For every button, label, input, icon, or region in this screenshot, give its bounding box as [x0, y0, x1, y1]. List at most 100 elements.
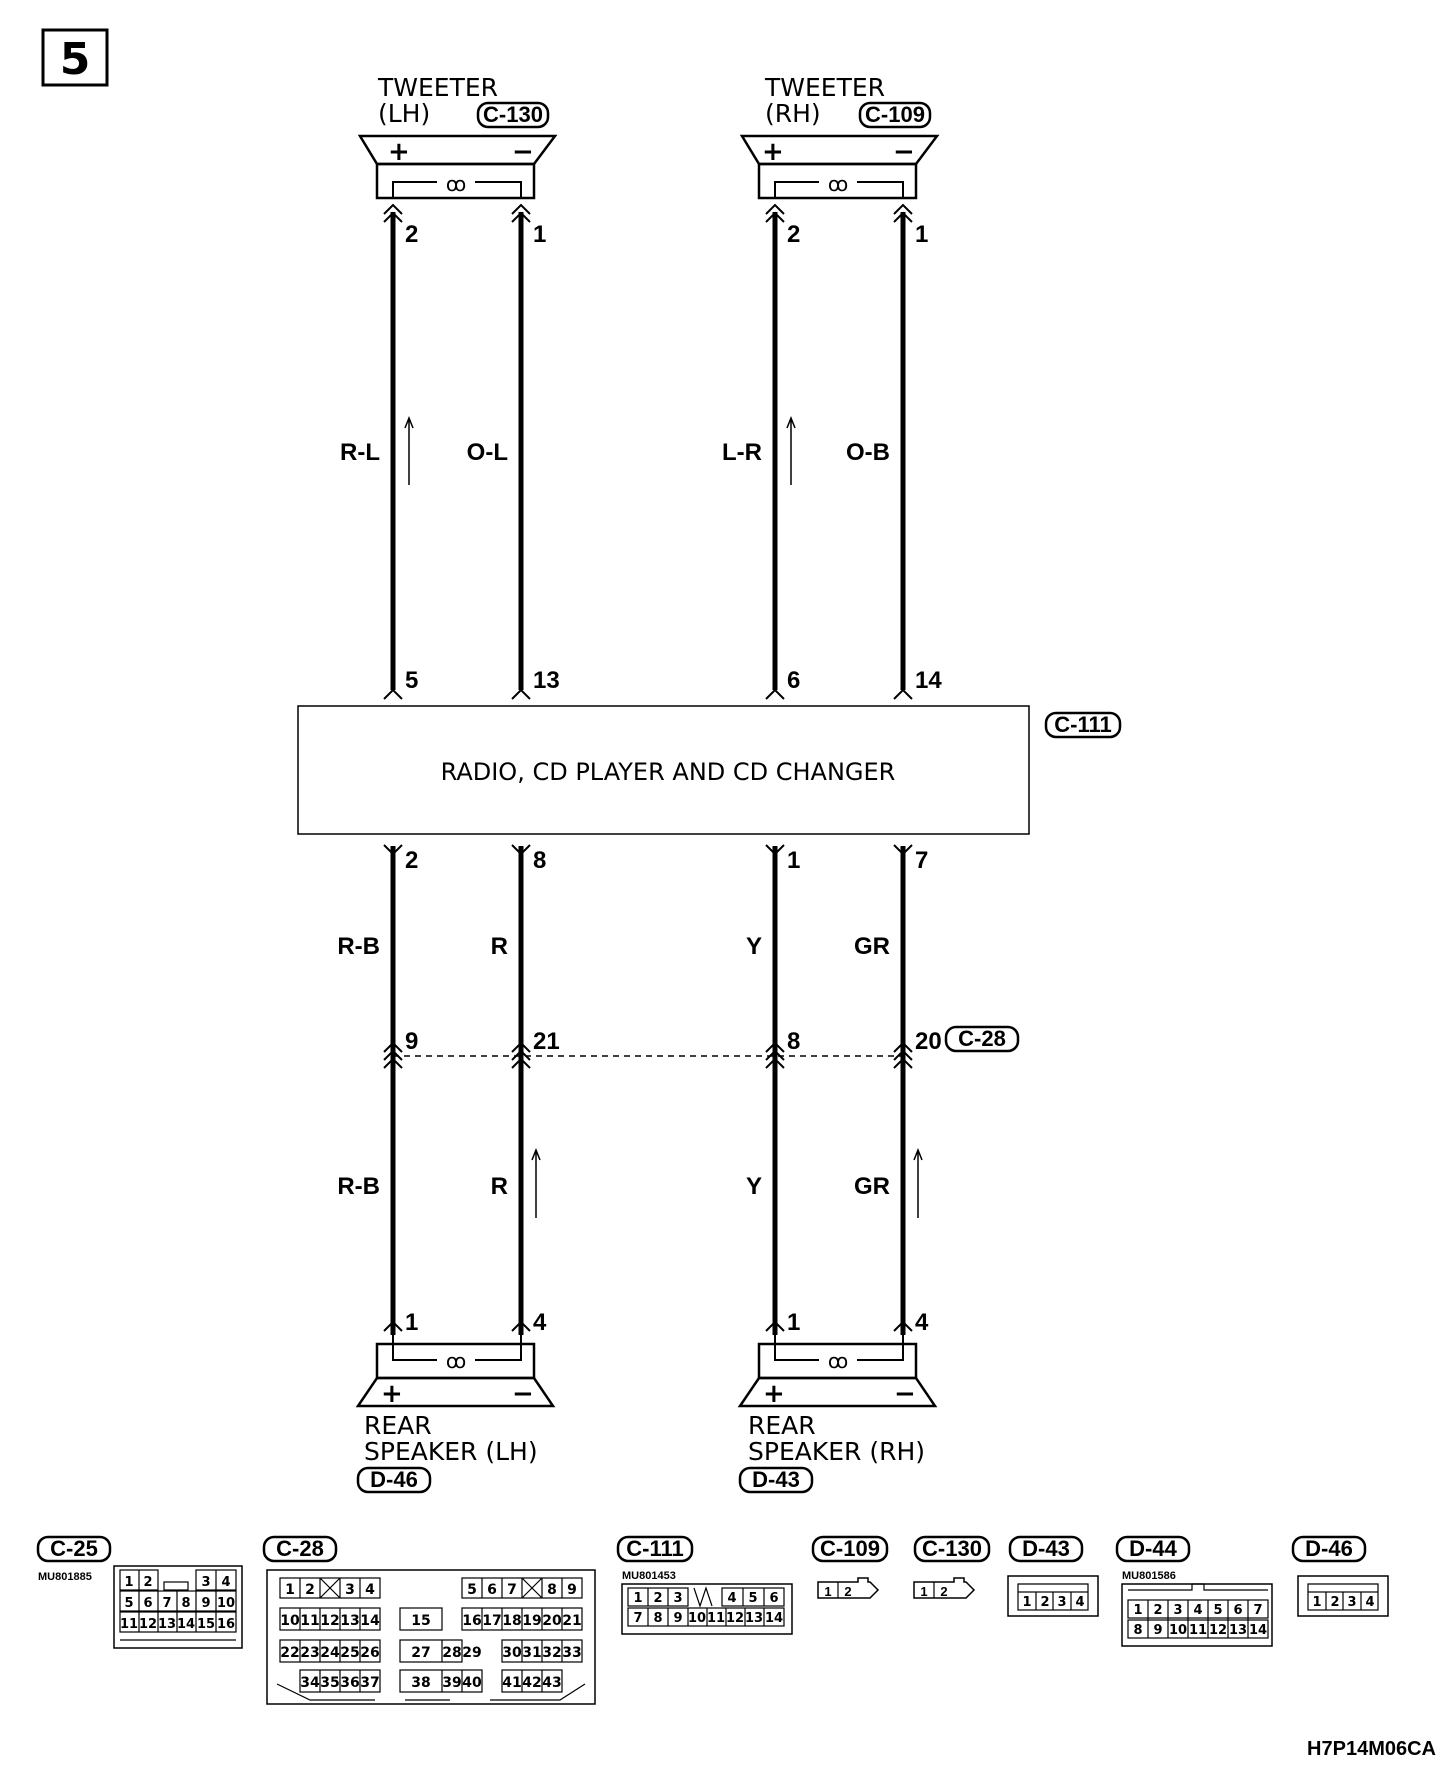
- svg-text:13: 13: [340, 1613, 359, 1629]
- svg-text:1: 1: [920, 1584, 927, 1599]
- junction-terminals: [383, 1041, 913, 1069]
- connector-view-c-25: C-25 MU801885 1 2 3 4 5 6 7 8: [36, 1535, 243, 1649]
- rear-rh-plus: +: [763, 1379, 785, 1409]
- pin-label: 1: [405, 1309, 418, 1336]
- connector-view-d-46: D-46 1 2 3 4: [1291, 1535, 1389, 1617]
- rear-lh-coil-icon: ꝏ: [446, 1349, 466, 1373]
- wire-color-label: Y: [746, 933, 762, 960]
- rear-lh-plus: +: [381, 1379, 403, 1409]
- svg-text:8: 8: [1133, 1623, 1142, 1638]
- rear-rh-coil: [774, 1335, 904, 1361]
- svg-text:3: 3: [345, 1582, 355, 1598]
- wire-color-label: R: [491, 933, 508, 960]
- svg-text:12: 12: [726, 1611, 744, 1626]
- svg-text:14: 14: [1249, 1623, 1267, 1638]
- svg-text:28: 28: [442, 1645, 461, 1661]
- upper-wires: [383, 203, 913, 700]
- pin-label: 14: [915, 667, 942, 694]
- svg-text:29: 29: [462, 1645, 481, 1661]
- diagram-code: H7P14M06CA: [1307, 1738, 1436, 1760]
- tweeter-lh-title: TWEETER: [377, 73, 498, 102]
- arrow-up-icon: [404, 415, 414, 485]
- rear-speaker-lh: ꝏ + − REAR SPEAKER (LH) D-46: [355, 1335, 556, 1494]
- tweeter-lh-connector-badge: [476, 101, 550, 129]
- svg-text:13: 13: [1229, 1623, 1247, 1638]
- svg-text:8: 8: [181, 1596, 190, 1611]
- svg-text:4: 4: [727, 1591, 736, 1606]
- tweeter-rh-title: TWEETER: [764, 73, 885, 102]
- svg-text:21: 21: [562, 1613, 581, 1629]
- arrow-up-icon: [913, 1147, 923, 1218]
- tweeter-lh-connector: C-130: [483, 102, 543, 127]
- svg-text:2: 2: [1153, 1603, 1162, 1618]
- wire-color-label: R-B: [337, 933, 380, 960]
- svg-text:4: 4: [1075, 1595, 1084, 1610]
- svg-text:1: 1: [124, 1575, 133, 1590]
- connector-view-d-43: D-43 1 2 3 4: [1007, 1535, 1099, 1617]
- rear-rh-line2: SPEAKER (RH): [748, 1437, 925, 1466]
- wire-color-label: O-B: [846, 439, 890, 466]
- radio-connector: C-111: [1054, 712, 1112, 737]
- pin-label: 1: [533, 221, 546, 248]
- svg-text:9: 9: [201, 1596, 210, 1611]
- arrow-up-icon: [786, 415, 796, 485]
- svg-text:1: 1: [1022, 1595, 1031, 1610]
- svg-text:9: 9: [567, 1582, 577, 1598]
- tweeter-rh-coil-icon: ꝏ: [828, 172, 848, 196]
- connector-view-id: C-25: [50, 1536, 98, 1561]
- connector-view-c-109: C-109 1 2: [811, 1535, 889, 1599]
- svg-text:7: 7: [507, 1582, 517, 1598]
- tweeter-lh-coil: [392, 181, 522, 198]
- svg-text:4: 4: [1365, 1595, 1374, 1610]
- tweeter-lh-coil-icon: ꝏ: [446, 172, 466, 196]
- upper-direction-arrows: [404, 415, 796, 485]
- svg-text:11: 11: [120, 1617, 138, 1632]
- svg-text:26: 26: [360, 1645, 379, 1661]
- svg-text:3: 3: [1347, 1595, 1356, 1610]
- svg-text:12: 12: [1209, 1623, 1227, 1638]
- svg-text:9: 9: [673, 1611, 682, 1626]
- rear-lh-line2: SPEAKER (LH): [364, 1437, 538, 1466]
- svg-text:5: 5: [467, 1582, 477, 1598]
- connector-part-number: MU801885: [38, 1571, 92, 1583]
- svg-text:41: 41: [502, 1675, 521, 1691]
- pin-label: 1: [915, 221, 928, 248]
- pin-label: 4: [533, 1309, 547, 1336]
- svg-text:22: 22: [280, 1645, 299, 1661]
- pin-label: 7: [915, 847, 928, 874]
- svg-text:40: 40: [462, 1675, 482, 1691]
- tweeter-rh-connector: C-109: [865, 102, 925, 127]
- svg-text:2: 2: [305, 1582, 315, 1598]
- connector-view-id: C-130: [922, 1536, 982, 1561]
- tweeter-lh-plus: +: [388, 137, 410, 167]
- connector-view-c-111: C-111 MU801453 1 2 3 4 5 6 7 8: [616, 1535, 793, 1635]
- wire-color-label: L-R: [722, 439, 762, 466]
- svg-text:10: 10: [688, 1611, 706, 1626]
- svg-text:16: 16: [217, 1617, 235, 1632]
- rear-rh-connector: D-43: [752, 1467, 800, 1492]
- svg-text:11: 11: [1189, 1623, 1207, 1638]
- svg-text:14: 14: [360, 1613, 380, 1629]
- svg-text:39: 39: [442, 1675, 461, 1691]
- svg-text:3: 3: [1057, 1595, 1066, 1610]
- rear-lh-connector-badge: [356, 1466, 432, 1494]
- wire-color-label: GR: [854, 933, 890, 960]
- rear-lh-coil: [392, 1335, 522, 1361]
- radio-lower-terminals: [383, 844, 913, 856]
- lower-direction-arrows: [531, 1147, 923, 1218]
- connector-view-c-28: C-28: [262, 1535, 596, 1705]
- svg-text:1: 1: [1133, 1603, 1142, 1618]
- svg-text:10: 10: [1169, 1623, 1187, 1638]
- connector-view-d-44: D-44 MU801586 1 2 3 4 5 6 7 8 9 10 11: [1115, 1535, 1273, 1647]
- pin-label: 1: [787, 1309, 800, 1336]
- svg-text:3: 3: [1173, 1603, 1182, 1618]
- svg-text:43: 43: [542, 1675, 561, 1691]
- connector-view-id: D-43: [1022, 1536, 1070, 1561]
- tweeter-lh-minus: −: [512, 137, 534, 167]
- tweeter-rh-plus: +: [762, 137, 784, 167]
- rear-rh-connector-badge: [738, 1466, 814, 1494]
- rear-speaker-rh: ꝏ + − REAR SPEAKER (RH) D-43: [737, 1335, 938, 1494]
- radio-label: RADIO, CD PLAYER AND CD CHANGER: [441, 758, 896, 786]
- pin-label: 9: [405, 1028, 418, 1055]
- junction-connector-badge: [944, 1025, 1020, 1053]
